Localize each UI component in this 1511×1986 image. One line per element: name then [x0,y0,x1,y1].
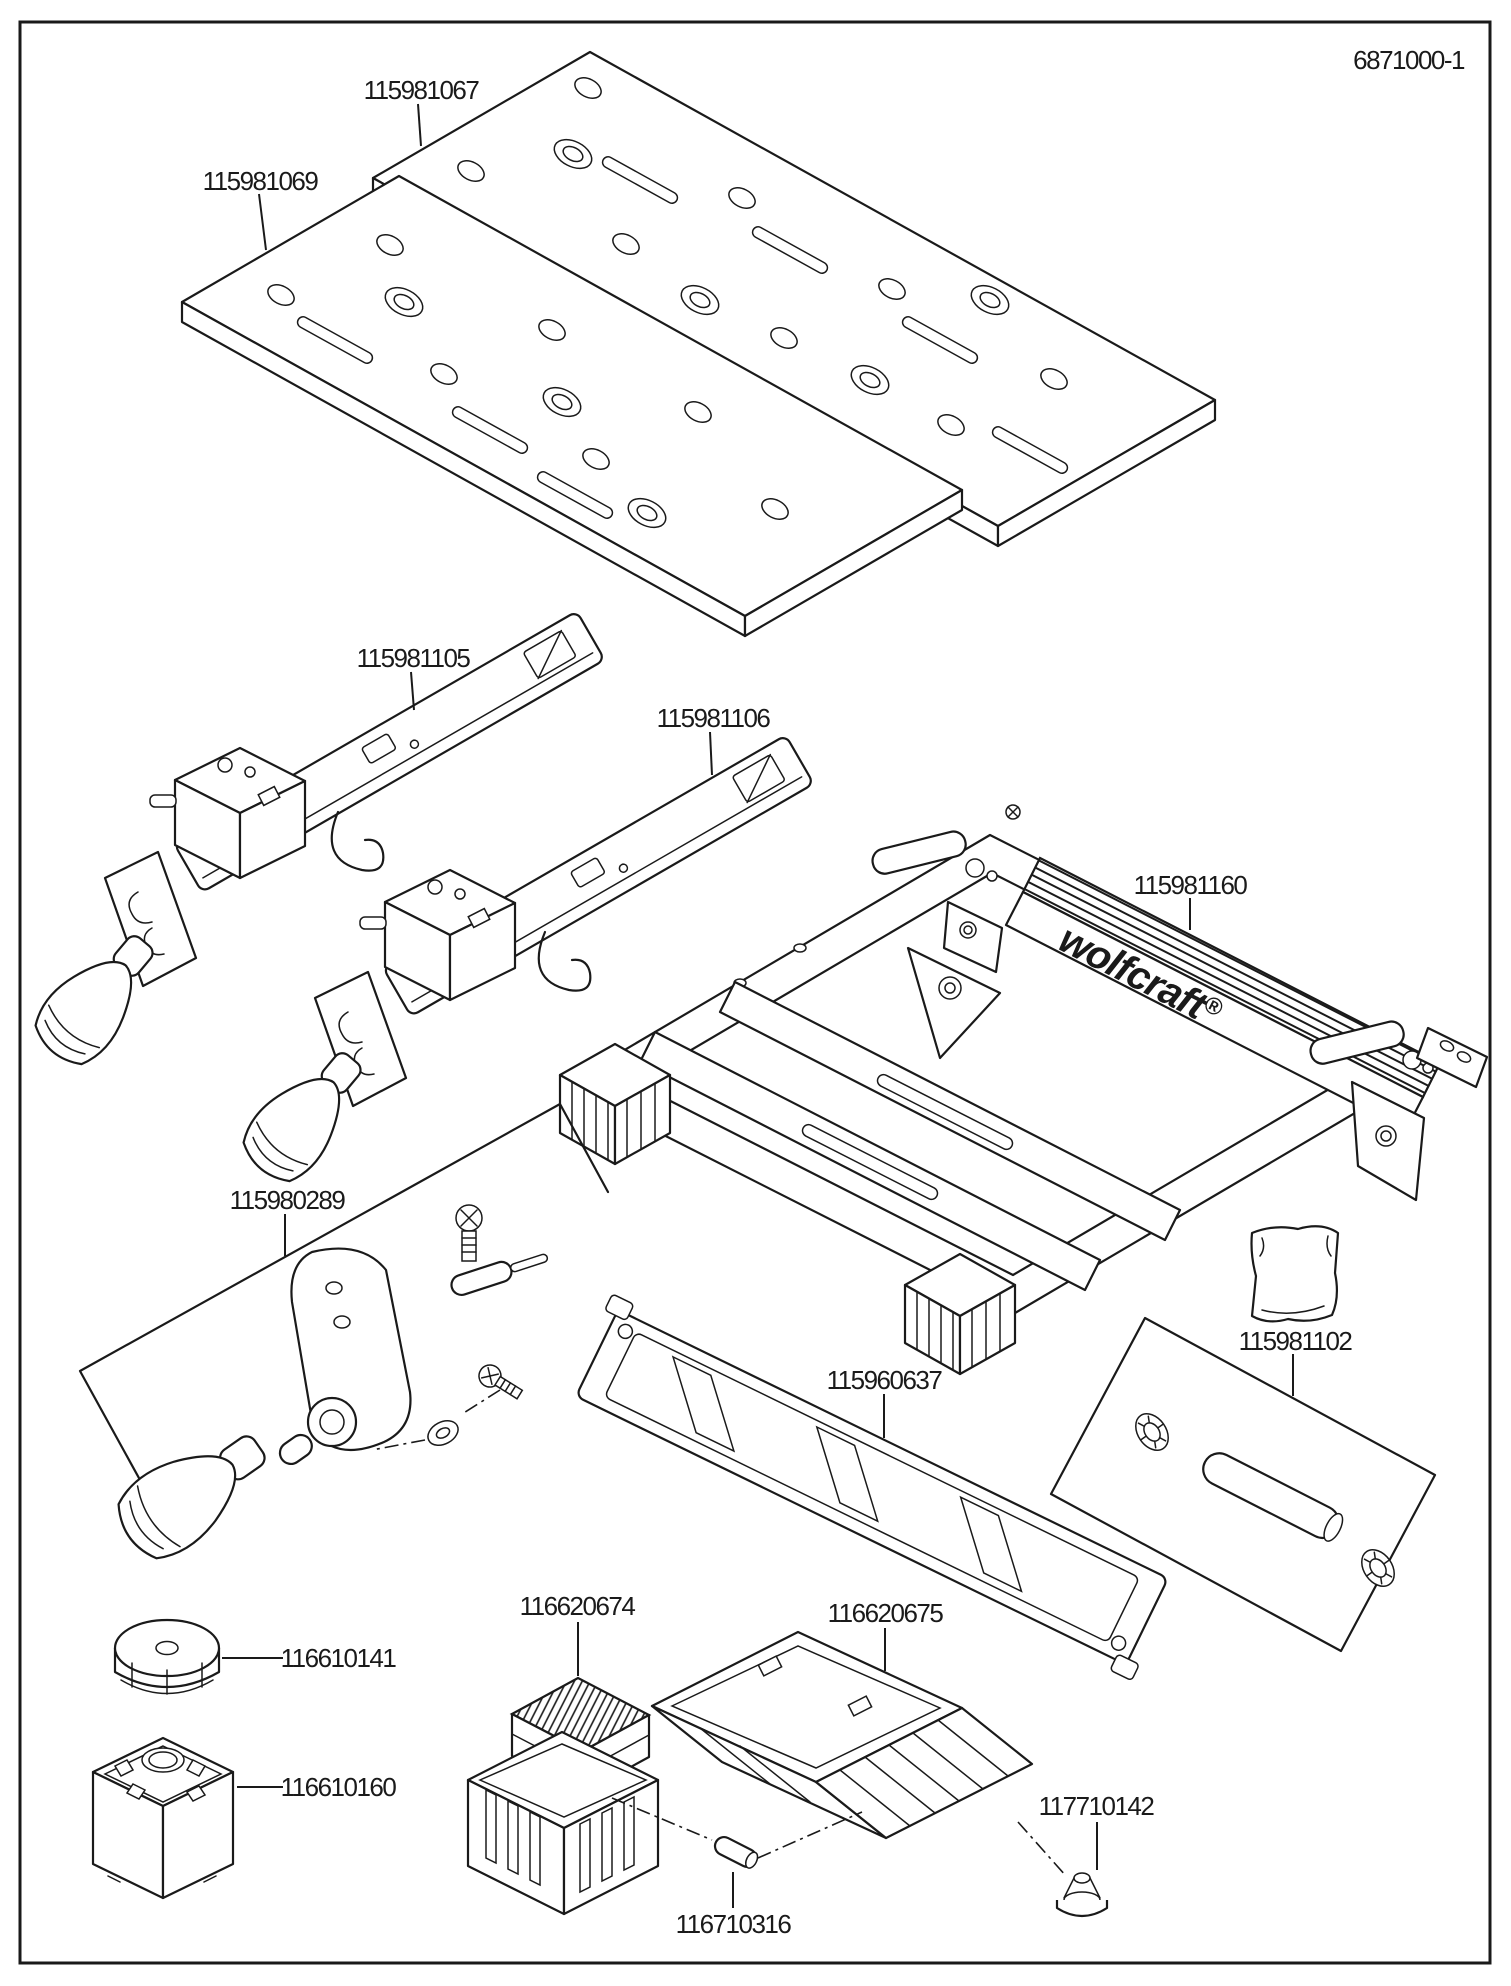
part-115981069-drawing [180,174,964,638]
part-label-116620674: 116620674 [520,1591,636,1621]
part-117710142-drawing [1017,1821,1109,1918]
part-116710316-drawing [611,1797,863,1869]
part-116610160-drawing [91,1736,235,1900]
part-label-117710142: 117710142 [1039,1791,1155,1821]
part-label-116710316: 116710316 [676,1909,792,1939]
part-label-115981105: 115981105 [357,643,471,673]
part-label-116610160: 116610160 [281,1772,397,1802]
part-label-115960637: 115960637 [827,1365,943,1395]
part-label-115981067: 115981067 [364,75,480,105]
part-116620675-drawing [650,1630,1034,1840]
part-115981160-drawing: wolfcraft® [558,804,1489,1376]
part-116610141-drawing [113,1618,221,1695]
frame-foot-bottom [903,1252,1017,1376]
part-115981102-drawing [1049,1225,1437,1653]
part-label-116610141: 116610141 [281,1643,397,1673]
frame-foot-left [558,1042,672,1166]
leader-lines [222,103,1294,1908]
document-number: 6871000-1 [1353,45,1465,75]
part-115960637-drawing [577,1294,1167,1681]
part-label-115981069: 115981069 [203,166,319,196]
part-115981106-drawing [242,737,812,1183]
part-label-115981106: 115981106 [657,703,771,733]
part-label-115981160: 115981160 [1134,870,1248,900]
page-border [18,20,1492,1965]
part-115980289-drawing [78,1102,610,1560]
part-115981105-drawing [34,613,603,1066]
part-label-115980289: 115980289 [230,1185,346,1215]
part-label-115981102: 115981102 [1239,1326,1353,1356]
part-116620674-drawing [466,1676,660,1916]
part-label-116620675: 116620675 [828,1598,944,1628]
